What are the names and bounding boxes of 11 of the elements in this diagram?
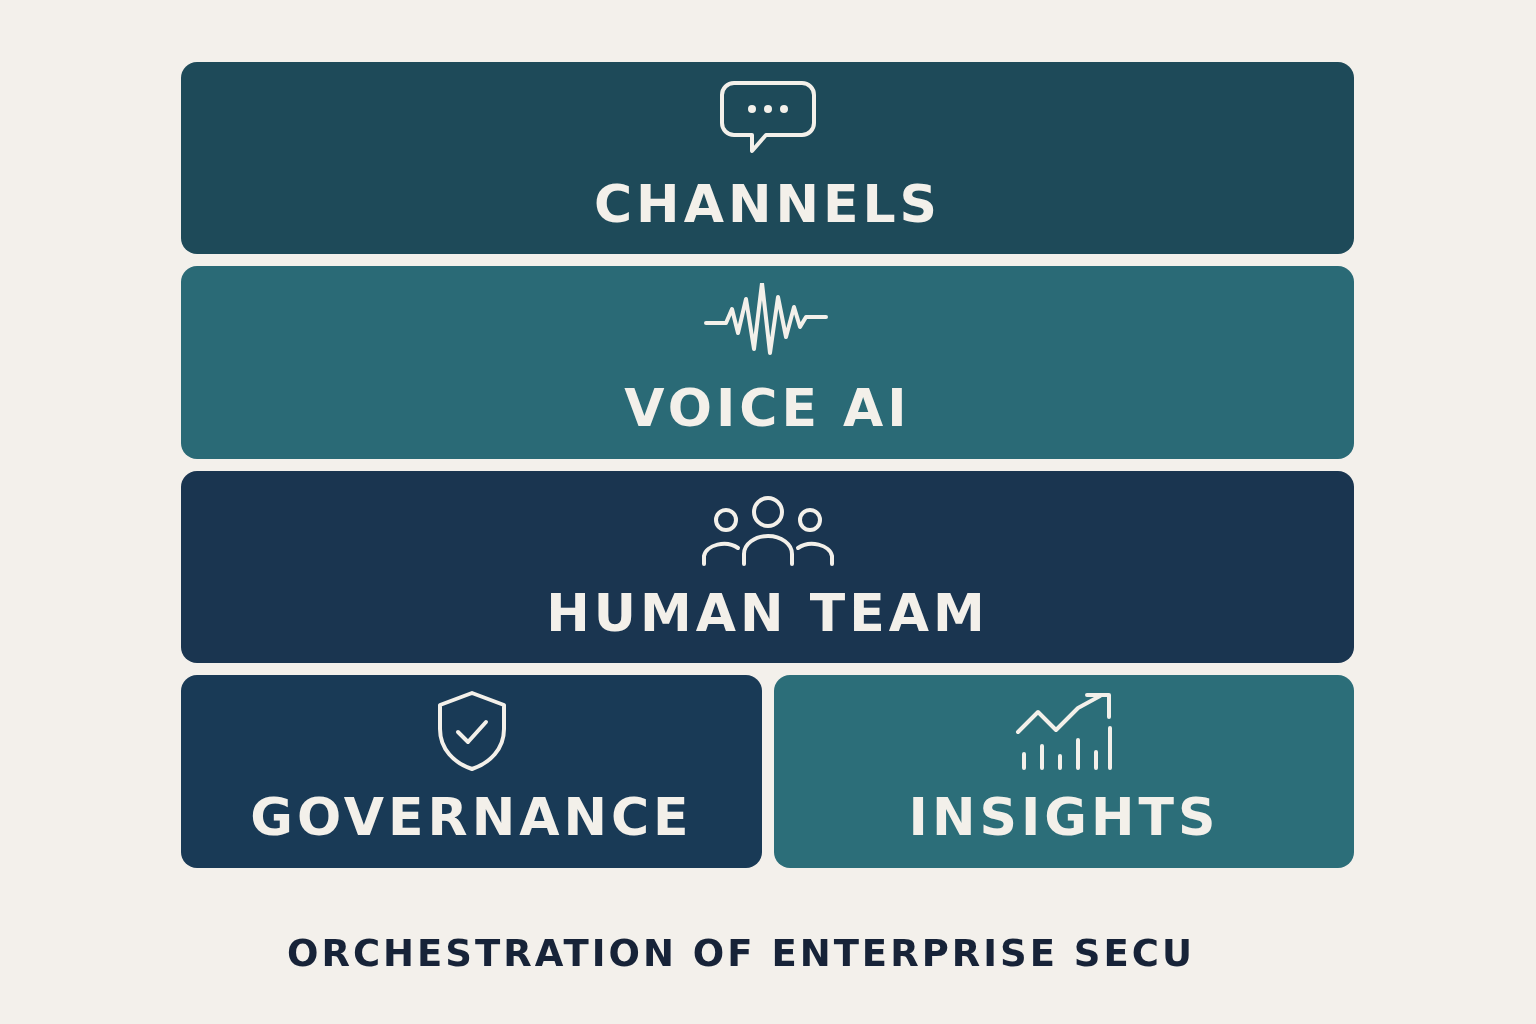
layer-title: INSIGHTS <box>907 787 1221 847</box>
layer-title: HUMAN TEAM <box>545 583 990 643</box>
layer-title: VOICE AI <box>623 378 912 438</box>
layer-panel <box>181 675 762 868</box>
layer-panel <box>181 62 1354 254</box>
layer-panel <box>181 266 1354 459</box>
caption: ORCHESTRATION OF ENTERPRISE SECU <box>287 932 1195 975</box>
layer-panel <box>774 675 1354 868</box>
layer-title: GOVERNANCE <box>249 787 694 847</box>
layer-panel <box>181 471 1354 663</box>
layer-title: CHANNELS <box>592 174 943 234</box>
